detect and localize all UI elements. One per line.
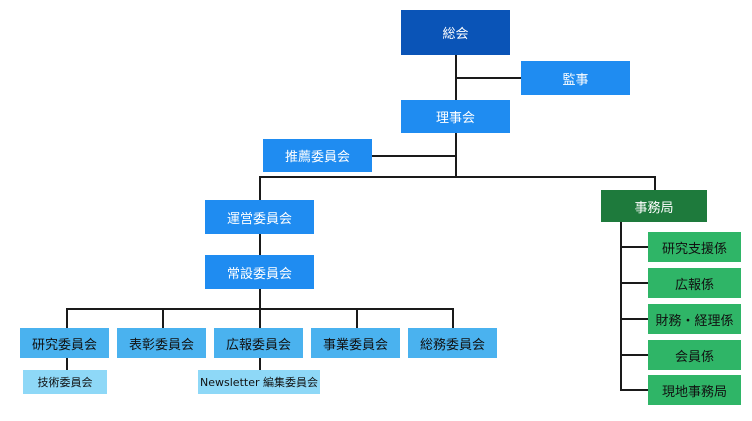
connector-line bbox=[620, 282, 648, 284]
node-local-office: 現地事務局 bbox=[648, 375, 741, 405]
connector-line bbox=[620, 246, 648, 248]
connector-line bbox=[452, 308, 454, 328]
node-steering-committee: 運営委員会 bbox=[205, 200, 314, 234]
connector-line bbox=[620, 222, 622, 390]
connector-line bbox=[356, 308, 358, 328]
connector-line bbox=[455, 77, 521, 79]
connector-line bbox=[162, 308, 164, 328]
node-research-support: 研究支援係 bbox=[648, 232, 741, 262]
node-auditor: 監事 bbox=[521, 61, 630, 95]
connector-line bbox=[259, 176, 261, 200]
connector-line bbox=[259, 234, 261, 255]
connector-line bbox=[372, 155, 456, 157]
connector-line bbox=[620, 389, 648, 391]
connector-line bbox=[620, 354, 648, 356]
connector-line bbox=[654, 176, 656, 190]
node-technical-committee: 技術委員会 bbox=[23, 370, 107, 394]
connector-line bbox=[620, 318, 648, 320]
node-secretariat: 事務局 bbox=[601, 190, 707, 222]
connector-line bbox=[66, 308, 68, 328]
node-general-assembly: 総会 bbox=[401, 10, 510, 55]
connector-line bbox=[455, 133, 457, 177]
connector-line bbox=[259, 358, 261, 370]
node-board: 理事会 bbox=[401, 100, 510, 133]
node-business-committee: 事業委員会 bbox=[311, 328, 400, 358]
node-newsletter-committee: Newsletter 編集委員会 bbox=[198, 370, 320, 394]
connector-line bbox=[259, 289, 261, 309]
node-award-committee: 表彰委員会 bbox=[117, 328, 206, 358]
node-membership-section: 会員係 bbox=[648, 340, 741, 370]
node-finance-section: 財務・経理係 bbox=[648, 304, 741, 334]
node-nomination-committee: 推薦委員会 bbox=[263, 139, 372, 172]
connector-line bbox=[66, 358, 68, 370]
connector-line bbox=[259, 176, 655, 178]
node-general-affairs-committee: 総務委員会 bbox=[408, 328, 497, 358]
node-standing-committee: 常設委員会 bbox=[205, 255, 314, 289]
node-research-committee: 研究委員会 bbox=[20, 328, 109, 358]
node-pr-section: 広報係 bbox=[648, 268, 741, 298]
node-pr-committee: 広報委員会 bbox=[214, 328, 303, 358]
connector-line bbox=[259, 308, 261, 328]
